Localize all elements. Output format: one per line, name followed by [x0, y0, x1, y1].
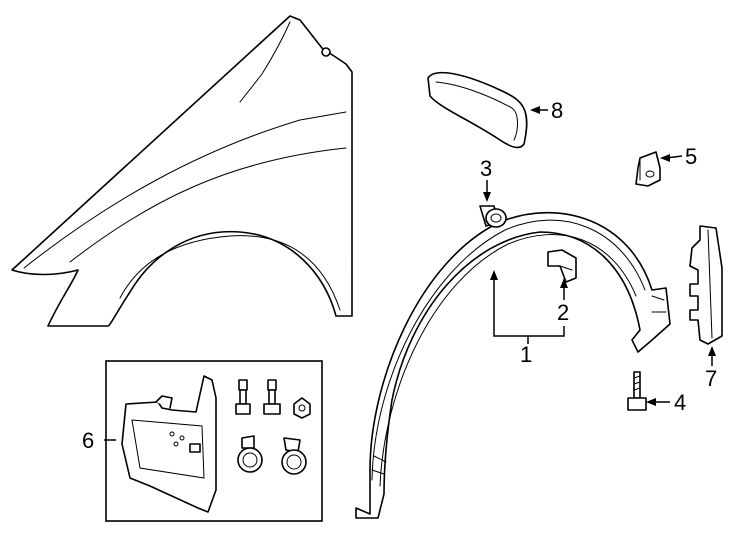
kit-bolt-1: [235, 379, 251, 415]
screw-fastener: [627, 371, 647, 411]
push-pin-fastener: [479, 205, 507, 228]
fender-bolt-hole-icon: [321, 47, 331, 57]
nut-clip: [635, 151, 661, 187]
kit-clip-1: [237, 435, 263, 473]
kit-clip-2: [281, 437, 307, 475]
callout-4: 4: [674, 390, 686, 415]
callout-8: 8: [551, 98, 563, 123]
callout-5: 5: [685, 144, 697, 169]
kit-bolt-2: [263, 379, 281, 415]
callout-7: 7: [705, 366, 717, 391]
kit-nut: [293, 397, 311, 419]
callout-3: 3: [480, 156, 492, 181]
leader-lines: [104, 106, 716, 441]
fender-panel: [11, 15, 353, 327]
callout-2: 2: [557, 300, 569, 325]
wheel-arch-molding: [355, 211, 671, 519]
callout-6: 6: [82, 428, 94, 453]
mud-flap-kit: [105, 360, 323, 522]
callout-labels: 1 2 3 4 5 6 7 8: [82, 98, 717, 453]
fender-trim-piece: [427, 71, 528, 149]
callout-1: 1: [520, 342, 532, 367]
retainer-clip: [547, 249, 577, 283]
trim-extension: [689, 225, 723, 345]
